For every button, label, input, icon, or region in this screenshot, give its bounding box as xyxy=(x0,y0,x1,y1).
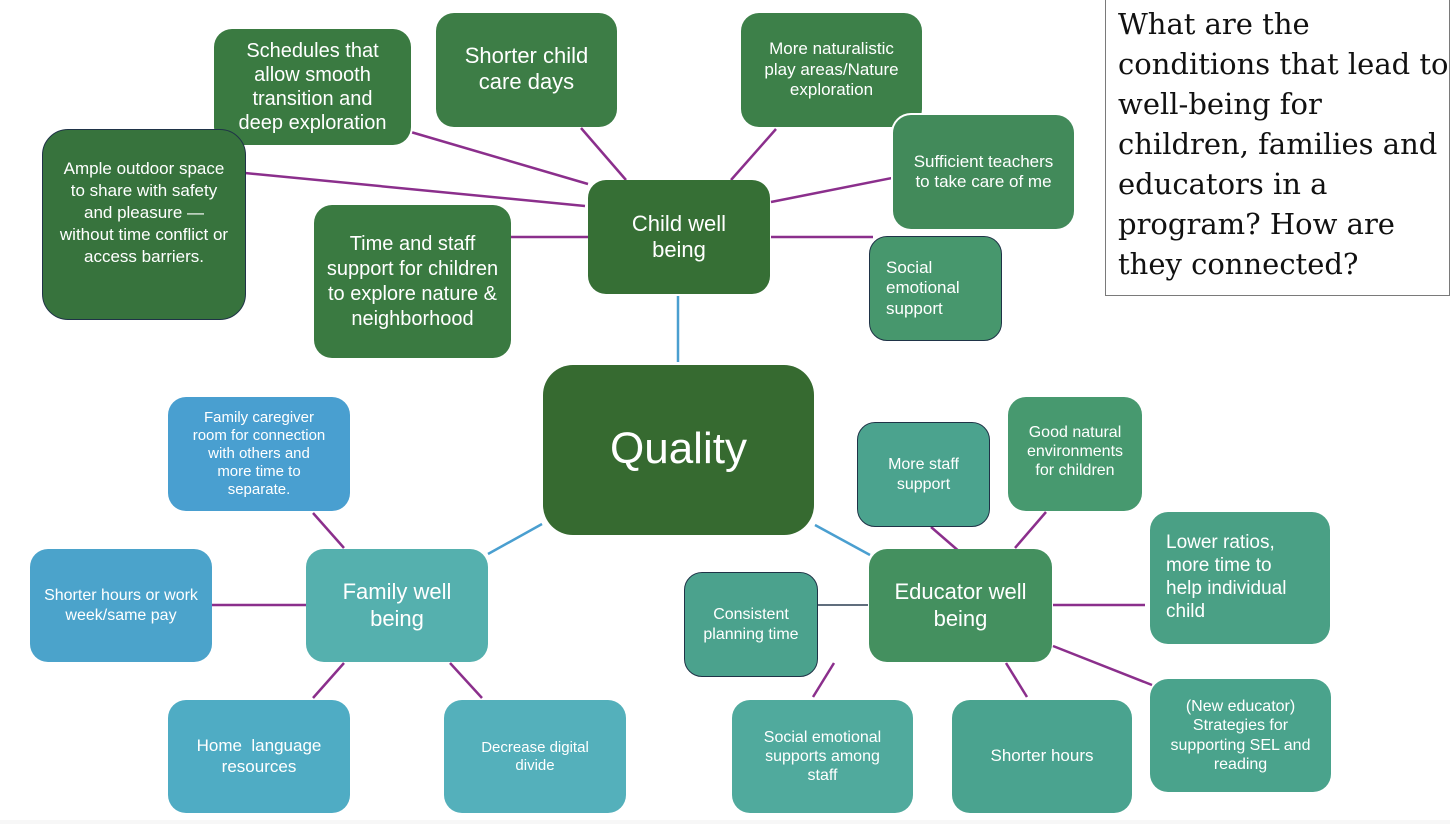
link-family-home-language xyxy=(312,662,345,699)
educator-well-being-hub: Educator well being xyxy=(869,549,1052,662)
question-text-box: What are the conditions that lead to wel… xyxy=(1105,0,1450,296)
family-hub-label: Family well being xyxy=(342,579,452,631)
family-well-being-hub: Family well being xyxy=(306,549,488,662)
educator-item-shorter-hours: Shorter hours xyxy=(952,700,1132,813)
link-family-digital-divide xyxy=(449,662,483,699)
link-quality-educator xyxy=(814,523,871,557)
educator-item-planning-time: Consistent planning time xyxy=(684,572,818,677)
educator-item-lower-ratios: Lower ratios, more time to help individu… xyxy=(1150,512,1330,644)
educator-hub-label: Educator well being xyxy=(894,579,1027,631)
child-item-ample-outdoor: Ample outdoor space to share with safety… xyxy=(42,129,246,320)
child-item-time-staff: Time and staff support for children to e… xyxy=(314,205,511,358)
educator-item-natural-env: Good natural environments for children xyxy=(1008,397,1142,511)
quality-node: Quality xyxy=(543,365,814,535)
child-item-naturalistic: More naturalistic play areas/Nature expl… xyxy=(741,13,922,127)
link-child-teachers xyxy=(770,176,893,204)
link-educator-natural-env xyxy=(1014,511,1047,549)
family-item-home-language: Home language resources xyxy=(168,700,350,813)
family-item-shorter-hours: Shorter hours or work week/same pay xyxy=(30,549,212,662)
link-educator-shorter-hours xyxy=(1004,662,1029,698)
link-child-shorter-days xyxy=(580,127,627,181)
link-quality-family xyxy=(487,522,543,556)
educator-item-sel-staff: Social emotional supports among staff xyxy=(732,700,913,813)
link-educator-sel-staff xyxy=(811,662,836,698)
quality-label: Quality xyxy=(610,424,747,473)
link-child-naturalistic xyxy=(730,128,777,181)
child-item-schedules: Schedules that allow smooth transition a… xyxy=(214,29,411,145)
family-item-caregiver-room: Family caregiver room for connection wit… xyxy=(168,397,350,511)
educator-item-new-strategies: (New educator) Strategies for supporting… xyxy=(1150,679,1331,792)
family-item-digital-divide: Decrease digital divide xyxy=(444,700,626,813)
link-educator-staff-support xyxy=(930,526,962,554)
educator-item-staff-support: More staff support xyxy=(857,422,990,527)
child-item-shorter-days: Shorter child care days xyxy=(436,13,617,127)
bottom-strip xyxy=(0,820,1450,824)
link-family-caregiver-room xyxy=(312,512,345,549)
link-educator-new-strategies xyxy=(1052,644,1153,687)
link-child-schedules xyxy=(403,128,589,186)
child-item-social-emotional: Social emotional support xyxy=(869,236,1002,341)
child-well-being-hub: Child well being xyxy=(588,180,770,294)
child-item-sufficient-teachers: Sufficient teachers to take care of me xyxy=(893,115,1074,229)
child-hub-label: Child well being xyxy=(631,210,727,262)
link-child-outdoor xyxy=(244,171,586,208)
